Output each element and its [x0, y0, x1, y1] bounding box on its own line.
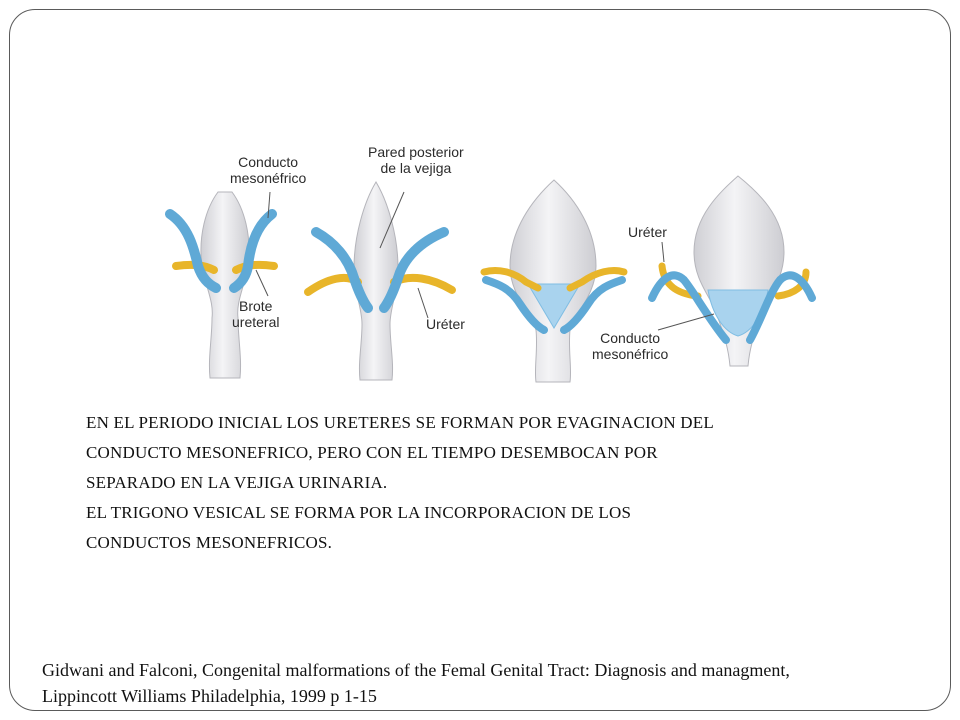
mesonephric-duct-left-3: [482, 276, 548, 334]
mesonephric-duct-right-4: [746, 271, 816, 344]
mesonephric-duct-right-1: [229, 209, 277, 293]
label-ureter-1: Uréter: [426, 316, 465, 332]
mesonephric-duct-left-4: [648, 271, 730, 344]
citation-line-2: Lippincott Williams Philadelphia, 1999 p…: [42, 686, 377, 706]
bladder-4: [693, 175, 785, 367]
mesonephric-duct-left-1: [165, 209, 221, 293]
pointer-line-2: [255, 269, 269, 297]
pointer-line-6: [657, 313, 715, 331]
stage-3: [480, 179, 628, 383]
pointer-line-4: [417, 287, 429, 319]
label-brote-ureteral: Brote ureteral: [232, 298, 280, 330]
stage-2: [304, 181, 456, 381]
mesonephric-duct-left-2: [311, 227, 373, 313]
explanation-line-1: EN EL PERIODO INICIAL LOS URETERES SE FO…: [86, 413, 714, 432]
stage-1: [165, 191, 278, 379]
embryology-figure: Conducto mesonéfrico Pared posterior de …: [118, 118, 842, 390]
ureter-left-3: [480, 266, 542, 292]
ureter-right-3: [566, 266, 628, 292]
explanation-text: EN EL PERIODO INICIAL LOS URETERES SE FO…: [86, 408, 876, 558]
explanation-line-2: CONDUCTO MESONEFRICO, PERO CON EL TIEMPO…: [86, 443, 658, 462]
bladder-3: [509, 179, 597, 383]
explanation-line-4: EL TRIGONO VESICAL SE FORMA POR LA INCOR…: [86, 503, 632, 522]
stage-4: [648, 175, 816, 367]
label-conducto-mesonefrico-1: Conducto mesonéfrico: [230, 154, 307, 186]
bladder-development-diagram: [165, 175, 816, 383]
citation-line-1: Gidwani and Falconi, Congenital malforma…: [42, 660, 790, 680]
trigone-3: [527, 283, 581, 329]
ureter-right-4: [774, 268, 810, 300]
citation: Gidwani and Falconi, Congenital malforma…: [42, 657, 942, 709]
label-pared-posterior: Pared posterior de la vejiga: [368, 144, 464, 176]
explanation-line-5: CONDUCTOS MESONEFRICOS.: [86, 533, 333, 552]
pointer-line-5: [661, 241, 665, 263]
explanation-line-3: SEPARADO EN LA VEJIGA URINARIA.: [86, 473, 388, 492]
ureter-bud-right-1: [232, 260, 278, 274]
mesonephric-duct-right-3: [560, 276, 626, 334]
label-conducto-mesonefrico-2: Conducto mesonéfrico: [592, 330, 669, 362]
pointer-line-1: [267, 191, 271, 219]
mesonephric-duct-right-2: [379, 227, 449, 313]
pointer-line-3: [379, 191, 405, 249]
label-ureter-2: Uréter: [628, 224, 667, 240]
